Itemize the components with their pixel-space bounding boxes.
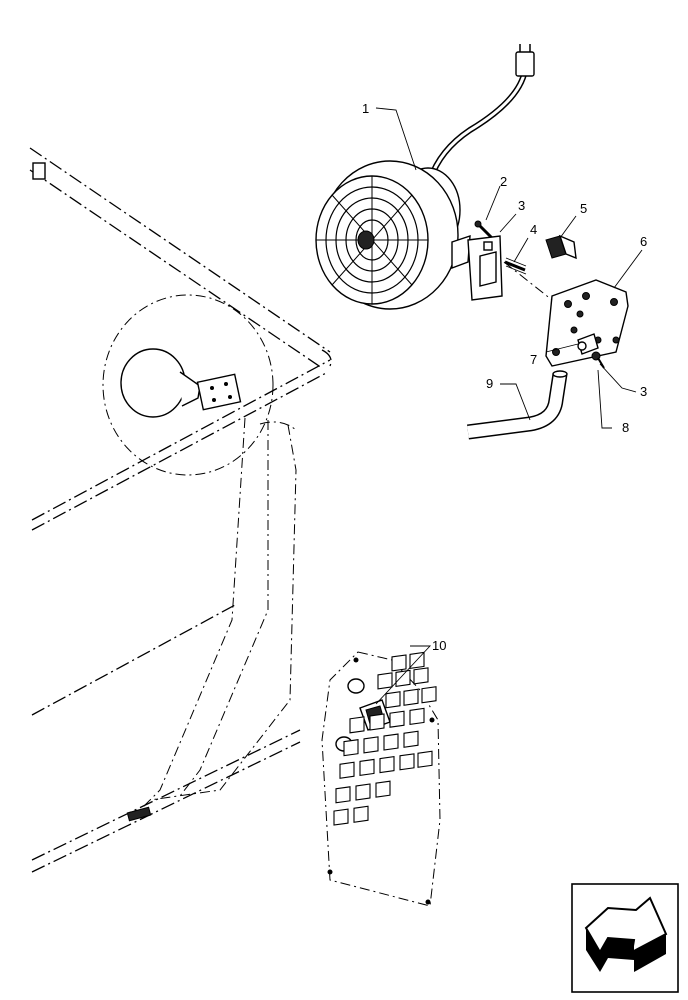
switch-blank <box>335 786 351 804</box>
clip-7 <box>577 333 599 355</box>
callout-4: 4 <box>530 222 537 237</box>
switch-blank <box>409 707 425 726</box>
switch-blank <box>421 686 437 704</box>
switch-blank <box>399 753 415 771</box>
switch-blank <box>359 758 375 777</box>
switch-blank <box>417 750 433 768</box>
callout-5: 5 <box>580 201 587 216</box>
callout-7: 7 <box>530 352 537 367</box>
switch-blank <box>385 691 401 709</box>
switch-blank <box>413 667 429 685</box>
switch-blank <box>355 783 371 801</box>
detail-fan-view <box>120 348 242 418</box>
assembly-link <box>503 261 553 301</box>
mount-bracket-4 <box>467 235 527 301</box>
switch-panel <box>321 651 441 907</box>
switch-blank <box>383 733 399 751</box>
switch-blank <box>349 716 365 734</box>
cab-fitting <box>32 162 46 180</box>
callout-3b: 3 <box>640 384 647 399</box>
panel-grid <box>333 651 437 826</box>
switch-blank <box>375 780 391 798</box>
switch-blank <box>339 761 355 779</box>
detail-circle <box>102 294 274 476</box>
switch-blank <box>353 805 369 823</box>
switch-blank <box>403 688 419 706</box>
switch-blank <box>389 710 405 728</box>
switch-blank <box>333 808 349 826</box>
callout-10: 10 <box>432 638 446 653</box>
switch-blank <box>377 672 393 690</box>
callout-9: 9 <box>486 376 493 391</box>
hose-9 <box>467 370 568 440</box>
switch-blank <box>391 654 407 672</box>
switch-blank <box>369 713 385 731</box>
switch-blank <box>379 755 395 774</box>
forward-arrow-icon[interactable] <box>584 896 668 972</box>
callout-8: 8 <box>622 420 629 435</box>
leader-lines <box>375 107 643 705</box>
switch-blank <box>363 736 379 754</box>
connector-5 <box>545 234 577 260</box>
bolt-2 <box>474 220 494 240</box>
switch-blank <box>343 739 359 757</box>
cab-outline <box>29 147 332 873</box>
switch-blank <box>403 730 419 748</box>
nav-box[interactable] <box>571 883 679 993</box>
callout-3: 3 <box>518 198 525 213</box>
callout-1: 1 <box>362 101 369 116</box>
switch-blank <box>395 669 411 687</box>
mount-plate-6 <box>545 279 629 367</box>
fan-assembly <box>315 44 535 310</box>
callout-6: 6 <box>640 234 647 249</box>
callout-2: 2 <box>500 174 507 189</box>
bolt-8 <box>591 351 605 369</box>
phantom-hose <box>126 417 297 822</box>
